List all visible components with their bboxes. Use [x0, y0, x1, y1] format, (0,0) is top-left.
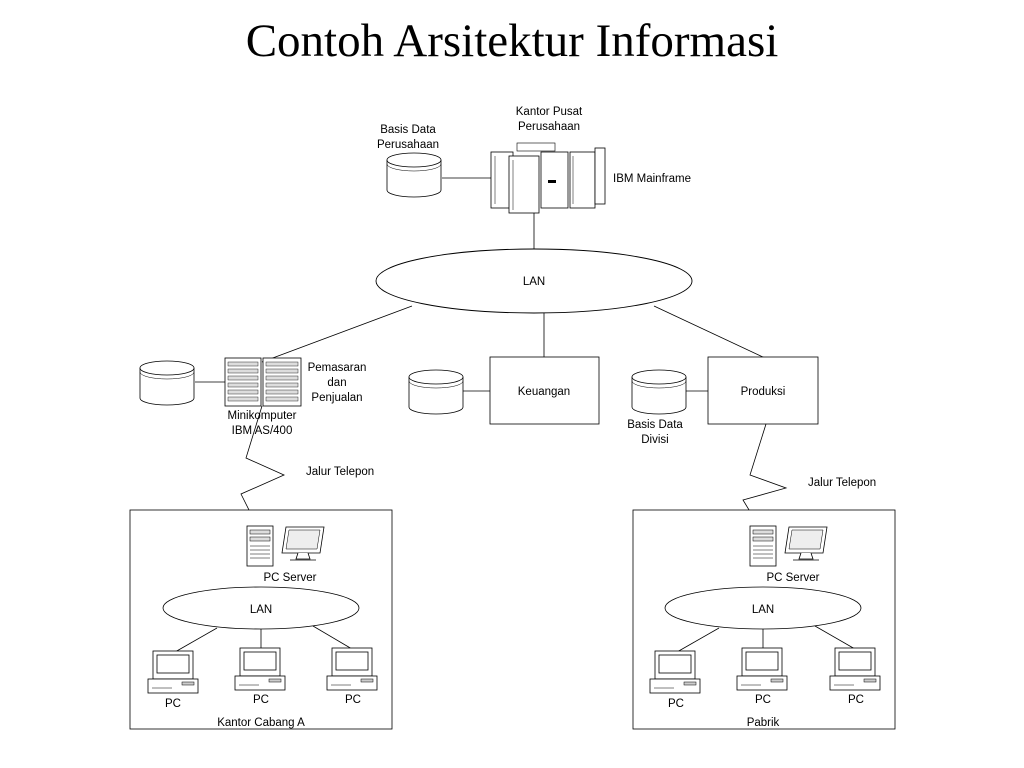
division-database-icon — [631, 369, 687, 415]
phone-line-right — [742, 423, 788, 529]
finance-box — [489, 356, 600, 425]
lan-production-link — [653, 305, 766, 359]
division-db-label-1: Basis Data — [627, 419, 683, 431]
factory-pc-2-icon — [736, 647, 788, 691]
division-db-label-2: Divisi — [641, 434, 668, 446]
marketing-label-1: Pemasaran — [308, 362, 367, 374]
branch-server-tower-icon — [246, 525, 274, 567]
hq-db-label-2: Perusahaan — [377, 139, 439, 151]
marketing-label-2: dan — [327, 377, 346, 389]
phone-line-right-label: Jalur Telepon — [808, 477, 876, 489]
factory-link-pc-3 — [814, 625, 856, 650]
branch-lan-label: LAN — [250, 604, 272, 616]
factory-pc-1-label: PC — [668, 698, 684, 710]
hq-db-label-1: Basis Data — [380, 124, 436, 136]
phone-line-left — [240, 405, 285, 529]
branch-office: PC Server LAN PC PC PC Kantor Cabang A — [129, 509, 393, 730]
factory-pc-2-label: PC — [755, 694, 771, 706]
factory-server-tower-icon — [749, 525, 777, 567]
factory-lan-label: LAN — [752, 604, 774, 616]
ibm-mainframe-icon — [490, 142, 606, 214]
factory-pc-3-label: PC — [848, 694, 864, 706]
branch-link-pc-1 — [174, 627, 218, 653]
minicomputer-label-1: Minikomputer — [227, 410, 296, 422]
lan-minicomputer-link — [261, 305, 413, 363]
branch-office-label: Kantor Cabang A — [217, 717, 305, 729]
branch-pc-1-label: PC — [165, 698, 181, 710]
slide-title: Contoh Arsitektur Informasi — [245, 15, 779, 67]
branch-pc-2-icon — [234, 647, 286, 691]
branch-pc-3-label: PC — [345, 694, 361, 706]
branch-server-label: PC Server — [263, 572, 316, 584]
production-box — [707, 356, 819, 425]
branch-pc-2-label: PC — [253, 694, 269, 706]
marketing-label-3: Penjualan — [311, 392, 362, 404]
hq-label-1: Kantor Pusat — [516, 106, 583, 118]
hq-database-icon — [386, 152, 442, 198]
factory-pc-1-icon — [649, 650, 701, 694]
branch-pc-1-icon — [147, 650, 199, 694]
finance-label: Keuangan — [518, 386, 570, 398]
minicomputer-label-2: IBM AS/400 — [232, 425, 293, 437]
main-lan-label: LAN — [523, 276, 545, 288]
factory-pc-3-icon — [829, 647, 881, 691]
main-lan-ellipse — [375, 248, 693, 314]
production-label: Produksi — [741, 386, 786, 398]
factory-server-label: PC Server — [766, 572, 819, 584]
as400-minicomputer-icon — [224, 357, 302, 407]
hq-label-2: Perusahaan — [518, 121, 580, 133]
mainframe-label: IBM Mainframe — [613, 173, 691, 185]
branch-link-pc-3 — [312, 625, 353, 650]
factory: PC Server LAN PC PC PC Pabrik — [632, 509, 896, 730]
branch-pc-3-icon — [326, 647, 378, 691]
phone-line-left-label: Jalur Telepon — [306, 466, 374, 478]
finance-database-icon — [408, 369, 464, 415]
factory-label: Pabrik — [747, 717, 780, 729]
mini-database-icon — [139, 360, 195, 406]
factory-link-pc-1 — [676, 627, 720, 653]
